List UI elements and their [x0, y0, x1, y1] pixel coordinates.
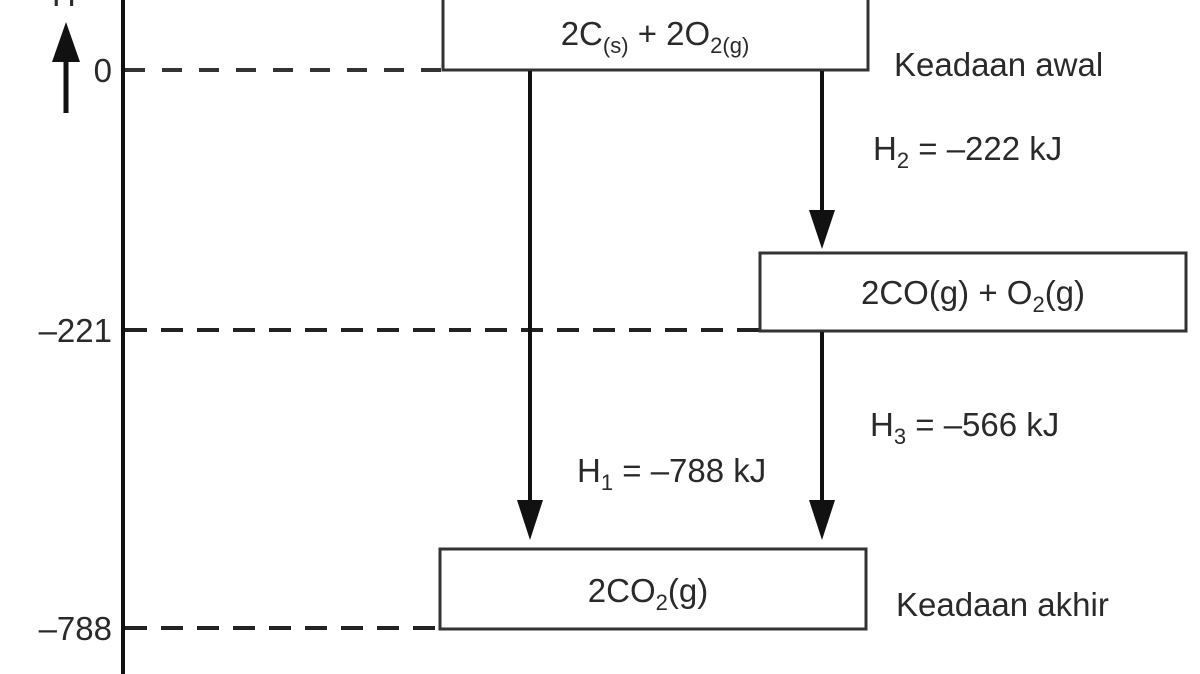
arrow-h3: [809, 332, 835, 540]
axis-label: H: [52, 0, 76, 13]
arrow-h1: [517, 71, 543, 540]
h2-label: H2 = –222 kJ: [873, 130, 1062, 173]
final-caption: Keadaan akhir: [896, 586, 1109, 623]
initial-caption: Keadaan awal: [894, 46, 1103, 83]
initial-formula: 2C(s) + 2O2(g): [561, 15, 750, 58]
tick-221: –221: [39, 312, 112, 349]
h1-label: H1 = –788 kJ: [577, 452, 766, 495]
level-intermediate: 2CO(g) + O2(g): [758, 251, 1188, 333]
arrow-h2: [809, 71, 835, 249]
enthalpy-up-arrow-icon: [52, 22, 80, 113]
h3-label: H3 = –566 kJ: [870, 406, 1059, 449]
final-formula: 2CO2(g): [588, 572, 708, 615]
tick-788: –788: [39, 610, 112, 647]
level-final: 2CO2(g): [438, 547, 868, 631]
level-initial: 2C(s) + 2O2(g): [441, 0, 870, 72]
intermediate-formula: 2CO(g) + O2(g): [861, 274, 1085, 317]
tick-0: 0: [94, 52, 112, 89]
